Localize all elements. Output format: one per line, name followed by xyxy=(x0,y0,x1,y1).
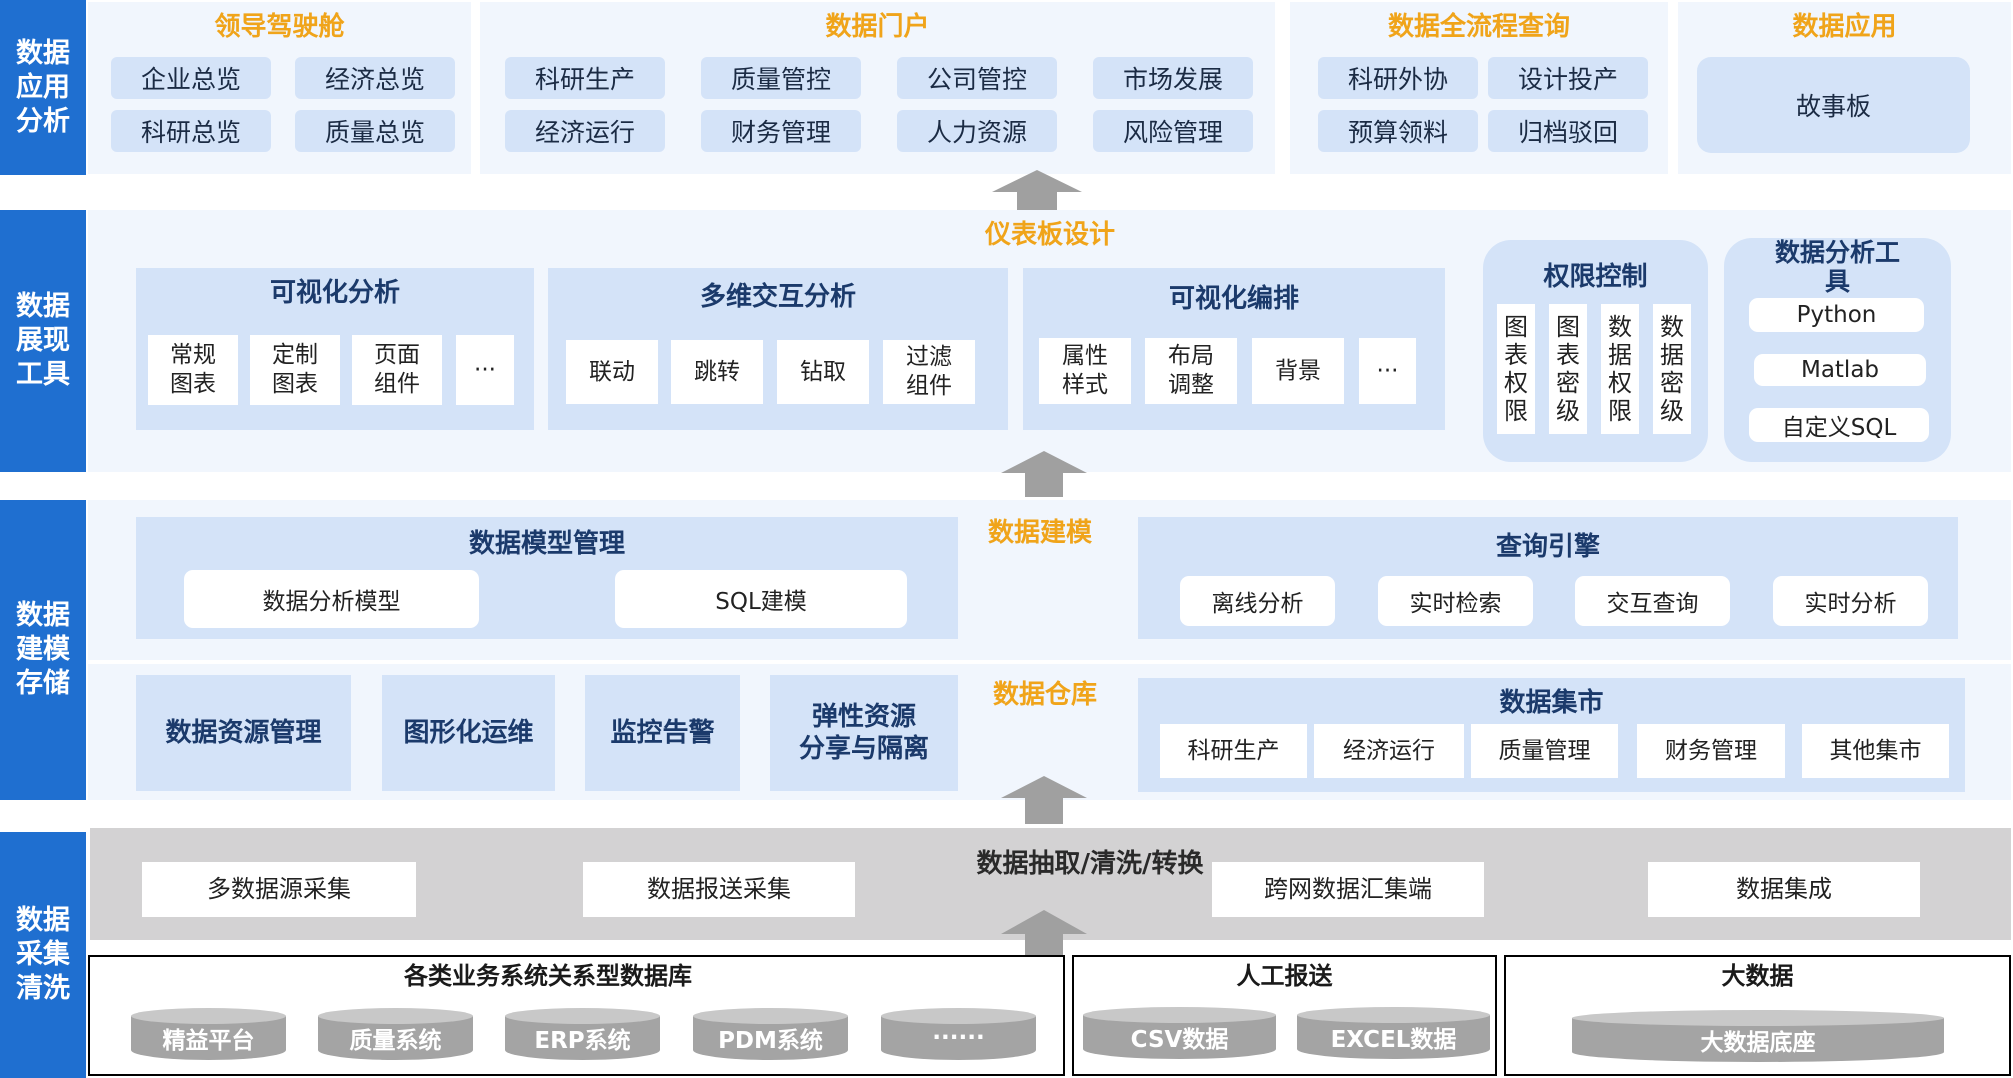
query-engine-item[interactable]: 实时分析 xyxy=(1773,576,1928,626)
portal-item[interactable]: 公司管控 xyxy=(897,57,1057,99)
warehouse-item[interactable]: 数据资源管理 xyxy=(136,675,351,791)
visual-layout-title: 可视化编排 xyxy=(1168,284,1299,314)
db-cylinder[interactable]: EXCEL数据 xyxy=(1297,1007,1490,1059)
query-engine-title: 查询引擎 xyxy=(1495,532,1600,562)
data-mart-item[interactable]: 科研生产 xyxy=(1160,724,1307,778)
warehouse-item[interactable]: 弹性资源 分享与隔离 xyxy=(770,675,958,791)
data-mart-title: 数据集市 xyxy=(1499,688,1604,718)
query-item[interactable]: 归档驳回 xyxy=(1488,110,1648,152)
cockpit-item[interactable]: 科研总览 xyxy=(111,110,271,152)
query-engine-item[interactable]: 实时检索 xyxy=(1378,576,1533,626)
db-cylinder[interactable]: 质量系统 xyxy=(318,1008,473,1060)
dashboard-design-title: 仪表板设计 xyxy=(984,220,1115,250)
cockpit-item[interactable]: 企业总览 xyxy=(111,57,271,99)
data-mart-item[interactable]: 财务管理 xyxy=(1637,724,1785,778)
permission-item[interactable]: 图 表 密 级 xyxy=(1549,304,1587,434)
flow-arrow-up xyxy=(1001,776,1087,824)
query-title: 数据全流程查询 xyxy=(1387,12,1570,42)
model-mgmt-item[interactable]: 数据分析模型 xyxy=(184,570,479,628)
flow-arrow-up xyxy=(1001,451,1087,497)
visual-analysis-title: 可视化分析 xyxy=(269,278,400,308)
portal-item[interactable]: 市场发展 xyxy=(1093,57,1253,99)
portal-item[interactable]: 人力资源 xyxy=(897,110,1057,152)
tool-python[interactable]: Python xyxy=(1749,298,1924,332)
db-cylinder[interactable]: 精益平台 xyxy=(131,1008,286,1060)
visual-layout-item[interactable]: 布局 调整 xyxy=(1145,338,1237,404)
storyboard-item[interactable]: 故事板 xyxy=(1697,57,1970,153)
data-mart-item[interactable]: 质量管理 xyxy=(1471,724,1618,778)
portal-item[interactable]: 质量管控 xyxy=(701,57,861,99)
more-item[interactable]: ··· xyxy=(456,335,514,405)
portal-title: 数据门户 xyxy=(825,12,930,42)
bigdata-title: 大数据 xyxy=(1721,962,1794,990)
multi-dim-item[interactable]: 联动 xyxy=(566,340,658,404)
db-cylinder[interactable]: ERP系统 xyxy=(505,1008,660,1060)
db-cylinder[interactable]: ······ xyxy=(881,1008,1036,1060)
db-cylinder[interactable]: PDM系统 xyxy=(693,1008,848,1060)
permission-item[interactable]: 图 表 权 限 xyxy=(1497,304,1535,434)
permission-title: 权限控制 xyxy=(1543,262,1648,292)
cockpit-title: 领导驾驶舱 xyxy=(214,12,345,42)
portal-item[interactable]: 风险管理 xyxy=(1093,110,1253,152)
db-cylinder[interactable]: CSV数据 xyxy=(1083,1007,1276,1059)
multi-dim-title: 多维交互分析 xyxy=(699,282,856,312)
collect-item[interactable]: 数据集成 xyxy=(1648,862,1920,917)
visual-layout-item[interactable]: 属性 样式 xyxy=(1039,338,1131,404)
query-engine-item[interactable]: 交互查询 xyxy=(1575,576,1730,626)
model-mgmt-item[interactable]: SQL建模 xyxy=(615,570,907,628)
collect-item[interactable]: 多数据源采集 xyxy=(142,862,416,917)
tool-matlab[interactable]: Matlab xyxy=(1754,354,1926,386)
analysis-tools-title: 数据分析工 具 xyxy=(1774,238,1900,296)
business-db-title: 各类业务系统关系型数据库 xyxy=(404,962,692,990)
db-cylinder[interactable]: 大数据底座 xyxy=(1572,1010,1944,1062)
portal-item[interactable]: 科研生产 xyxy=(505,57,665,99)
collect-item[interactable]: 数据报送采集 xyxy=(583,862,855,917)
data-mart-item[interactable]: 经济运行 xyxy=(1314,724,1464,778)
multi-dim-item[interactable]: 跳转 xyxy=(671,340,763,404)
permission-item[interactable]: 数 据 密 级 xyxy=(1653,304,1691,434)
layer-label-modeling: 数据 建模 存储 xyxy=(0,500,86,800)
apps-title: 数据应用 xyxy=(1792,12,1897,42)
query-item[interactable]: 科研外协 xyxy=(1318,57,1478,99)
layer-label-collect: 数据 采集 清洗 xyxy=(0,832,86,1078)
visual-analysis-item[interactable]: 页面 组件 xyxy=(352,335,442,405)
layer-label-app: 数据 应用 分析 xyxy=(0,0,86,175)
warehouse-item[interactable]: 图形化运维 xyxy=(382,675,555,791)
query-item[interactable]: 预算领料 xyxy=(1318,110,1478,152)
more-item[interactable]: ··· xyxy=(1359,338,1416,404)
portal-item[interactable]: 财务管理 xyxy=(701,110,861,152)
visual-analysis-item[interactable]: 常规 图表 xyxy=(148,335,238,405)
collect-item[interactable]: 跨网数据汇集端 xyxy=(1212,862,1484,917)
warehouse-title: 数据仓库 xyxy=(992,680,1097,710)
data-mart-item[interactable]: 其他集市 xyxy=(1802,724,1949,778)
portal-item[interactable]: 经济运行 xyxy=(505,110,665,152)
layer-label-display: 数据 展现 工具 xyxy=(0,210,86,472)
query-item[interactable]: 设计投产 xyxy=(1488,57,1648,99)
permission-item[interactable]: 数 据 权 限 xyxy=(1601,304,1639,434)
flow-arrow-up xyxy=(1001,910,1087,968)
modeling-title: 数据建模 xyxy=(987,518,1092,548)
model-mgmt-title: 数据模型管理 xyxy=(468,529,625,559)
tool-custom-sql[interactable]: 自定义SQL xyxy=(1749,408,1929,442)
manual-report-title: 人工报送 xyxy=(1236,962,1333,990)
multi-dim-item[interactable]: 过滤 组件 xyxy=(883,340,975,404)
cockpit-item[interactable]: 经济总览 xyxy=(295,57,455,99)
multi-dim-item[interactable]: 钻取 xyxy=(777,340,869,404)
query-engine-item[interactable]: 离线分析 xyxy=(1180,576,1335,626)
flow-arrow-up xyxy=(992,170,1082,216)
warehouse-item[interactable]: 监控告警 xyxy=(585,675,740,791)
visual-layout-item[interactable]: 背景 xyxy=(1252,338,1344,404)
etl-title: 数据抽取/清洗/转换 xyxy=(976,849,1204,879)
cockpit-item[interactable]: 质量总览 xyxy=(295,110,455,152)
visual-analysis-item[interactable]: 定制 图表 xyxy=(250,335,340,405)
